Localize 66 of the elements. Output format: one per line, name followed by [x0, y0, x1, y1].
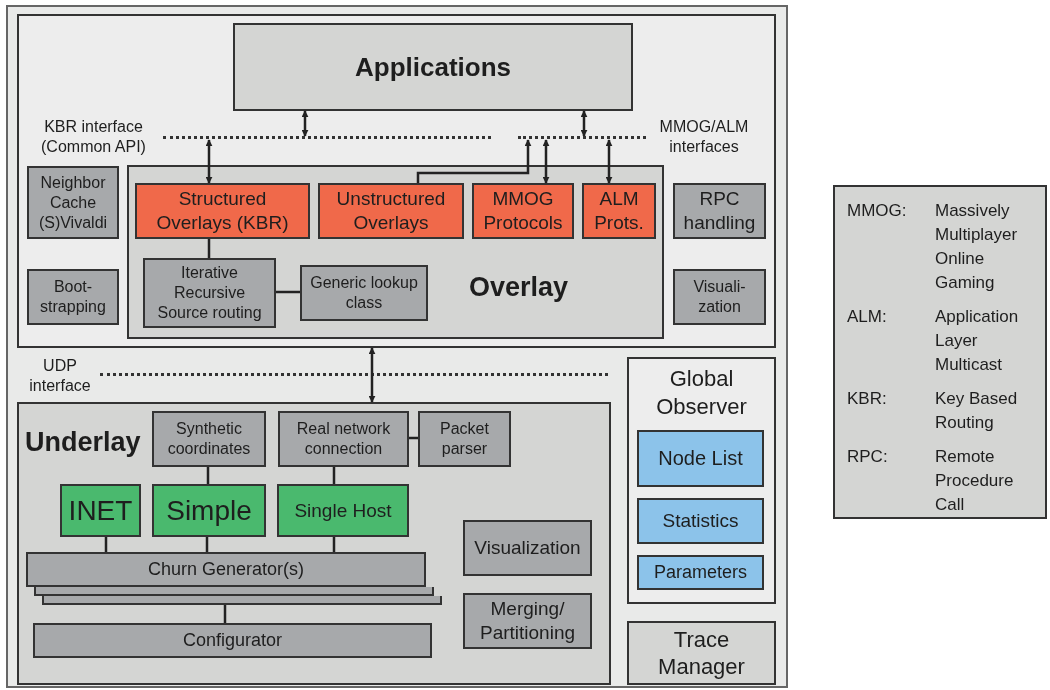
- interface-label: UDP interface: [28, 356, 92, 396]
- connector-line: [409, 436, 418, 440]
- configurator-box: Configurator: [33, 623, 432, 658]
- arrow: [416, 139, 532, 183]
- abbreviation-term: MMOG:: [847, 200, 908, 222]
- interface-line: [163, 136, 491, 140]
- arrow: [542, 139, 550, 184]
- protocol-box: Unstructured Overlays: [318, 183, 464, 239]
- abbreviation-panel: [833, 185, 1047, 519]
- panel-title: Global Observer: [655, 365, 748, 420]
- module-box: Statistics: [637, 498, 764, 544]
- component-box: Visuali- zation: [673, 269, 766, 325]
- overlay-tier-panel: [17, 14, 776, 348]
- abbreviation-term: RPC:: [847, 446, 889, 468]
- component-box: Packet parser: [418, 411, 511, 467]
- connector-line: [207, 239, 211, 258]
- arrow: [580, 110, 588, 137]
- component-box: Boot- strapping: [27, 269, 119, 325]
- protocol-box: MMOG Protocols: [472, 183, 574, 239]
- applications-box: Applications: [233, 23, 633, 111]
- connector-line: [206, 467, 210, 484]
- component-box: Neighbor Cache (S)Vivaldi: [27, 166, 119, 239]
- outer-frame: [6, 5, 788, 688]
- component-box: Synthetic coordinates: [152, 411, 266, 467]
- component-box: Generic lookup class: [300, 265, 428, 321]
- arrow: [301, 110, 309, 137]
- arrow: [205, 139, 213, 184]
- overlay-panel: [127, 165, 664, 339]
- module-box: Node List: [637, 430, 764, 487]
- component-box: Iterative Recursive Source routing: [143, 258, 276, 328]
- underlay-model-box: Simple: [152, 484, 266, 537]
- connector-line: [276, 290, 300, 294]
- observer-panel: [627, 357, 776, 604]
- protocol-box: Structured Overlays (KBR): [135, 183, 310, 239]
- module-box: Parameters: [637, 555, 764, 590]
- connector-line: [332, 467, 336, 484]
- trace-manager-box: Trace Manager: [627, 621, 776, 685]
- interface-line: [100, 373, 608, 377]
- panel-title: Overlay: [469, 271, 569, 304]
- abbreviation-definition: Massively Multiplayer Online Gaming: [935, 200, 1019, 294]
- interface-label: MMOG/ALM interfaces: [658, 117, 750, 157]
- component-box: Real network connection: [278, 411, 409, 467]
- component-box: Visualization: [463, 520, 592, 576]
- abbreviation-definition: Application Layer Multicast: [935, 306, 1020, 376]
- interface-line: [518, 136, 646, 140]
- abbreviation-term: ALM:: [847, 306, 888, 328]
- underlay-panel: [17, 402, 611, 685]
- churn-generator-box: Churn Generator(s): [26, 552, 426, 587]
- interface-label: KBR interface (Common API): [40, 117, 147, 157]
- connector-line: [104, 537, 108, 552]
- stacked-layer: [34, 587, 434, 596]
- abbreviation-term: KBR:: [847, 388, 888, 410]
- protocol-box: ALM Prots.: [582, 183, 656, 239]
- abbreviation-definition: Remote Procedure Call: [935, 446, 1015, 516]
- panel-title: Underlay: [25, 426, 141, 459]
- underlay-model-box: Single Host: [277, 484, 409, 537]
- abbreviation-definition: Key Based Routing: [935, 388, 1019, 434]
- arrow: [605, 139, 613, 184]
- connector-line: [223, 605, 227, 623]
- component-box: RPC handling: [673, 183, 766, 239]
- connector-line: [205, 537, 209, 552]
- underlay-model-box: INET: [60, 484, 141, 537]
- connector-line: [332, 537, 336, 552]
- component-box: Merging/ Partitioning: [463, 593, 592, 649]
- stacked-layer: [42, 596, 442, 605]
- arrow: [368, 347, 376, 403]
